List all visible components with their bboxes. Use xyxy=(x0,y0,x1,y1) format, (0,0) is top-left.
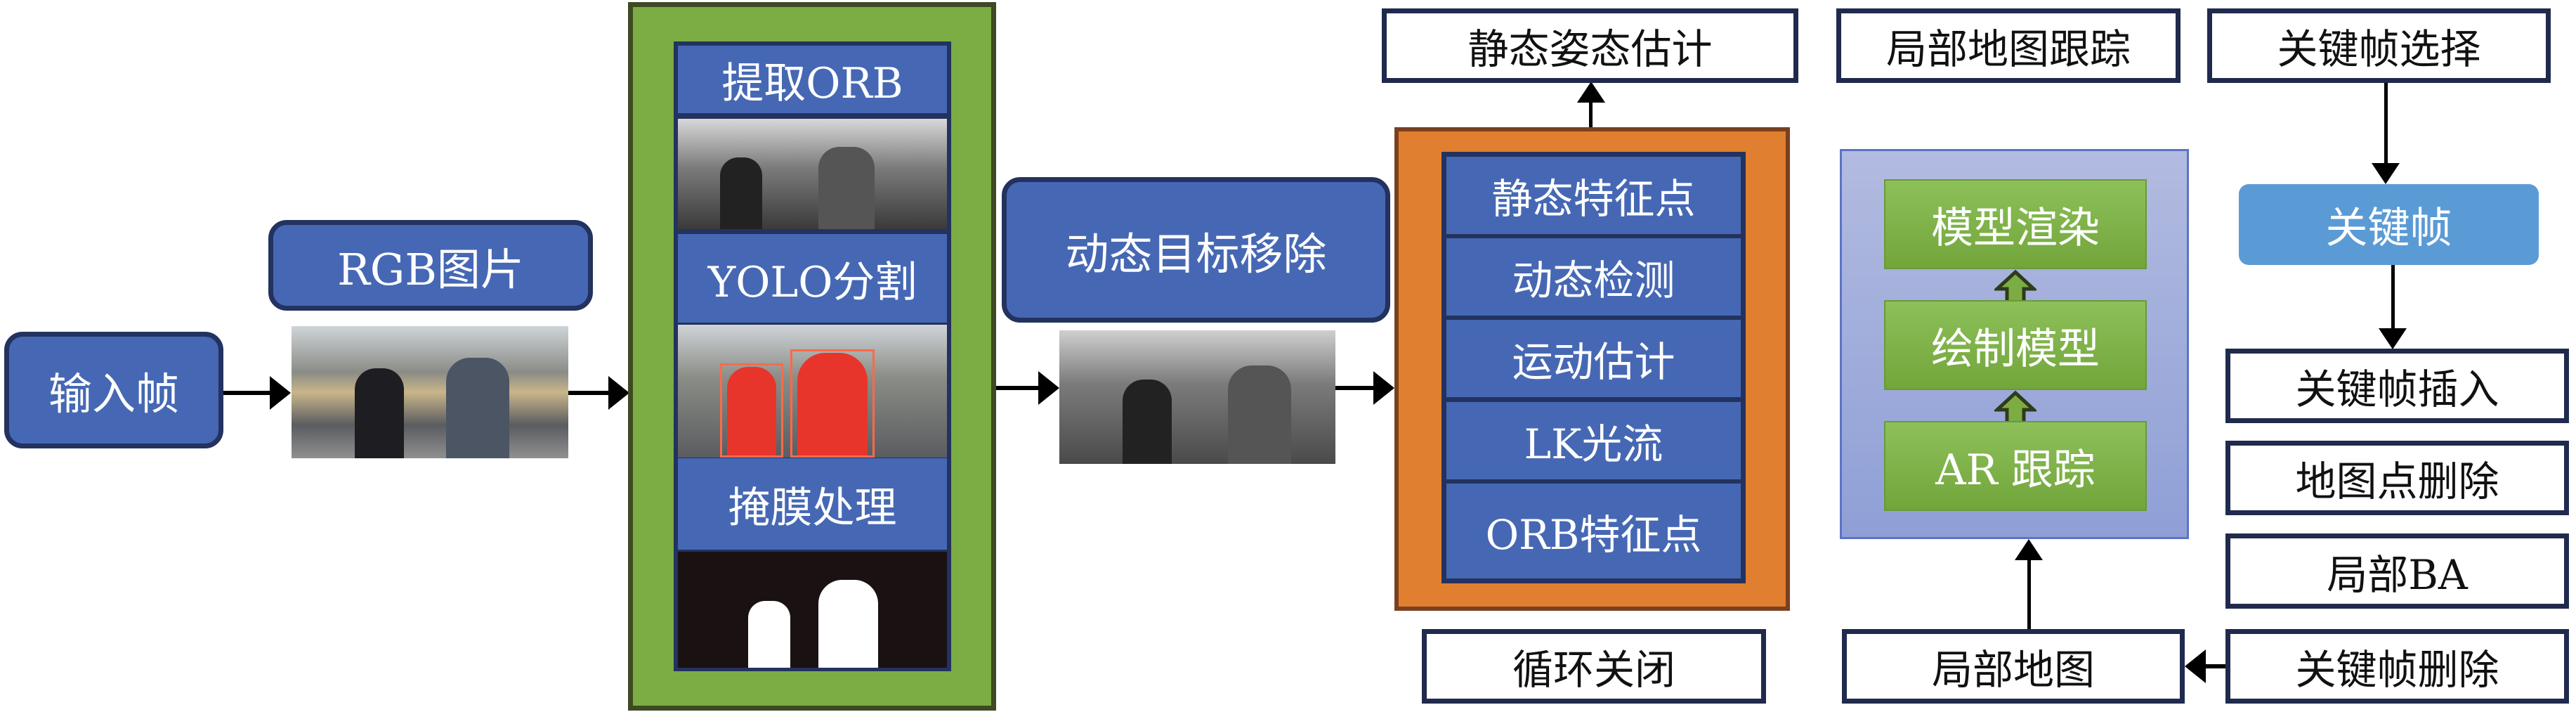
arrow-line xyxy=(996,386,1040,390)
tracking-row-static-features: 静态特征点 xyxy=(1446,157,1741,234)
arrow-head-up xyxy=(2015,539,2043,560)
model-rendering-box: 模型渲染 xyxy=(1884,179,2147,269)
input-frame-box: 输入帧 xyxy=(4,332,223,448)
keyframe-selection-box: 关键帧选择 xyxy=(2207,8,2551,83)
arrow-head-down xyxy=(2379,328,2407,349)
mask-processing-label: 掩膜处理 xyxy=(728,483,897,533)
yolo-segmentation-image xyxy=(678,325,947,458)
local-ba-label: 局部BA xyxy=(2327,550,2468,599)
rgb-image-label-box: RGB图片 xyxy=(268,220,593,311)
extract-orb-section: 提取ORB xyxy=(678,46,947,113)
ar-tracking-box: AR 跟踪 xyxy=(1884,421,2147,511)
ar-tracking-label: AR 跟踪 xyxy=(1935,445,2096,495)
segmentation-inner: 提取ORB YOLO分割 掩膜处理 xyxy=(674,41,951,671)
person-silhouette xyxy=(1228,365,1291,464)
tracking-inner: 静态特征点 动态检测 运动估计 LK光流 ORB特征点 xyxy=(1441,152,1746,583)
extract-orb-label: 提取ORB xyxy=(721,58,903,108)
arrow-line xyxy=(223,391,270,395)
row-label: 静态特征点 xyxy=(1491,175,1696,223)
keyframe-insertion-label: 关键帧插入 xyxy=(2295,365,2499,413)
person-silhouette xyxy=(446,358,509,458)
arrow-line xyxy=(1335,386,1375,390)
draw-model-label: 绘制模型 xyxy=(1931,324,2100,374)
map-point-culling-label: 地图点删除 xyxy=(2295,458,2499,505)
tracking-panel: 静态特征点 动态检测 运动估计 LK光流 ORB特征点 xyxy=(1394,127,1790,611)
arrow-line xyxy=(2391,265,2395,330)
tracking-row-orb-features: ORB特征点 xyxy=(1446,484,1741,578)
segmented-person xyxy=(797,353,868,458)
loop-closing-label: 循环关闭 xyxy=(1512,646,1675,694)
map-point-culling-box: 地图点删除 xyxy=(2225,441,2569,515)
yolo-segmentation-section: YOLO分割 xyxy=(678,234,947,323)
orb-features-image xyxy=(678,119,947,229)
mask-silhouette xyxy=(748,601,790,668)
rgb-image-label: RGB图片 xyxy=(337,243,524,295)
bounding-box xyxy=(720,363,783,458)
local-ba-box: 局部BA xyxy=(2225,533,2569,609)
local-map-label: 局部地图 xyxy=(1931,646,2095,694)
segmentation-panel: 提取ORB YOLO分割 掩膜处理 xyxy=(628,2,996,711)
dynamic-removal-label: 动态目标移除 xyxy=(1065,228,1327,280)
rgb-input-image xyxy=(292,326,568,458)
tracking-row-dynamic-detection: 动态检测 xyxy=(1446,238,1741,316)
mask-silhouette xyxy=(818,580,878,668)
arrow-head-right xyxy=(1373,371,1394,405)
tracking-row-lk-optical-flow: LK光流 xyxy=(1446,402,1741,479)
person-silhouette xyxy=(355,368,404,458)
local-map-tracking-box: 局部地图跟踪 xyxy=(1836,8,2181,83)
row-label: 动态检测 xyxy=(1512,257,1675,304)
person-silhouette xyxy=(720,157,762,229)
keyframe-label: 关键帧 xyxy=(2325,204,2452,253)
mask-image xyxy=(678,552,947,668)
row-label: LK光流 xyxy=(1524,420,1663,468)
static-pose-estimation-box: 静态姿态估计 xyxy=(1382,8,1798,83)
arrow-head-right xyxy=(270,376,291,410)
yolo-segmentation-label: YOLO分割 xyxy=(707,257,917,307)
loop-closing-box: 循环关闭 xyxy=(1422,629,1766,704)
keyframe-selection-label: 关键帧选择 xyxy=(2277,25,2481,73)
mask-processing-section: 掩膜处理 xyxy=(678,458,947,550)
arrow-head-down xyxy=(2372,163,2400,184)
arrow-line xyxy=(1589,98,1593,127)
segmented-person xyxy=(727,367,776,458)
model-rendering-label: 模型渲染 xyxy=(1931,203,2100,253)
keyframe-insertion-box: 关键帧插入 xyxy=(2225,349,2569,423)
arrow-head-right xyxy=(1038,371,1059,405)
arrow-line xyxy=(568,391,610,395)
input-frame-label: 输入帧 xyxy=(48,368,179,420)
person-silhouette xyxy=(818,147,875,229)
keyframe-culling-label: 关键帧删除 xyxy=(2295,646,2499,694)
person-silhouette xyxy=(1123,380,1172,464)
keyframe-culling-box: 关键帧删除 xyxy=(2225,629,2569,704)
draw-model-box: 绘制模型 xyxy=(1884,300,2147,390)
arrow-line xyxy=(2384,83,2388,164)
filtered-frame-image xyxy=(1059,330,1335,464)
arrow-head-up xyxy=(1577,82,1605,103)
arrow-head-left xyxy=(2185,649,2206,683)
bounding-box xyxy=(790,349,875,458)
arrow-line xyxy=(2204,664,2225,668)
arrow-line xyxy=(2027,559,2031,629)
local-map-tracking-label: 局部地图跟踪 xyxy=(1885,25,2131,73)
static-pose-estimation-label: 静态姿态估计 xyxy=(1467,25,1713,73)
row-label: 运动估计 xyxy=(1512,338,1675,386)
arrow-head-right xyxy=(608,376,629,410)
local-map-box: 局部地图 xyxy=(1842,629,2185,704)
dynamic-removal-box: 动态目标移除 xyxy=(1002,177,1390,323)
ar-panel: 模型渲染 绘制模型 AR 跟踪 xyxy=(1840,149,2189,539)
keyframe-box: 关键帧 xyxy=(2239,184,2539,265)
row-label: ORB特征点 xyxy=(1485,510,1702,559)
tracking-row-motion-estimation: 运动估计 xyxy=(1446,320,1741,397)
